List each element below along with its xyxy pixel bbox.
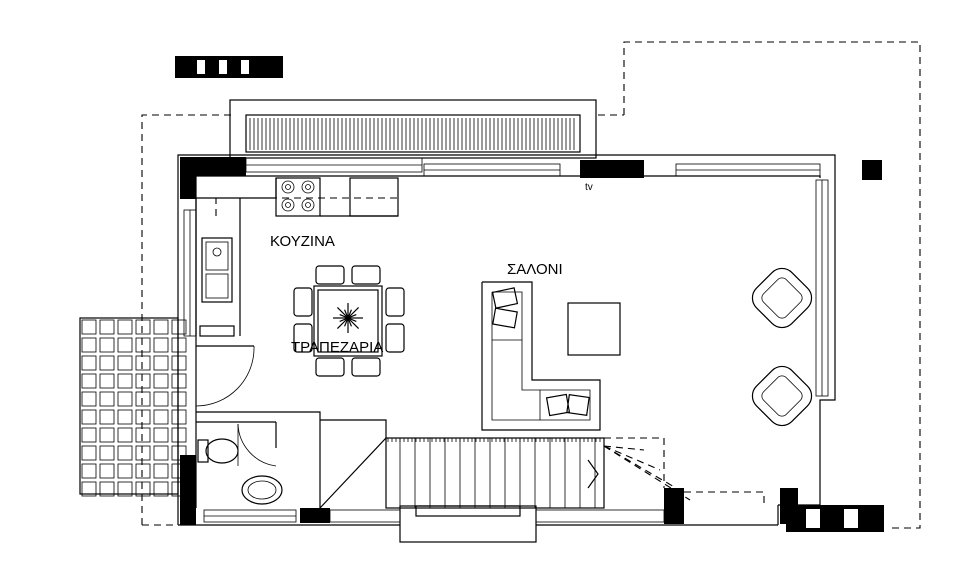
window-top-left: [245, 157, 423, 173]
window-top-right: [675, 163, 821, 177]
kitchen-counter: [195, 177, 399, 337]
dining-chairs: [293, 265, 405, 377]
scale-bar-top: [175, 56, 283, 78]
washbasin-icon: [241, 475, 283, 505]
window-top-middle: [423, 163, 561, 177]
column-marker: [862, 160, 882, 180]
room-label-kitchen: ΚΟΥΖΙΝΑ: [270, 233, 335, 250]
window-right: [815, 179, 829, 397]
stove-icon: [281, 180, 315, 212]
window-bottom-wc: [203, 509, 297, 523]
staircase: [319, 419, 765, 509]
scale-bar-bottom: [786, 505, 884, 532]
armchair-top: [751, 267, 813, 329]
entrance-door: [195, 345, 255, 407]
armchair-bottom: [751, 365, 813, 427]
radiator-grille: [249, 118, 575, 150]
tv-label: tv: [585, 182, 593, 193]
plant-icon: [333, 303, 363, 333]
terrace-paving: [79, 317, 187, 497]
wc-walls: [196, 411, 321, 508]
balcony-top: [229, 99, 597, 159]
window-left: [183, 209, 197, 337]
room-label-dining: ΤΡΑΠΕΖΑΡΙΑ: [291, 339, 383, 356]
sink-icon: [201, 237, 233, 303]
room-label-living: ΣΑΛΟΝΙ: [507, 261, 563, 278]
sofa: [481, 281, 601, 431]
dining-table: [313, 285, 383, 357]
toilet-icon: [197, 438, 239, 464]
coffee-table: [567, 302, 621, 356]
entry-step: [399, 505, 537, 543]
